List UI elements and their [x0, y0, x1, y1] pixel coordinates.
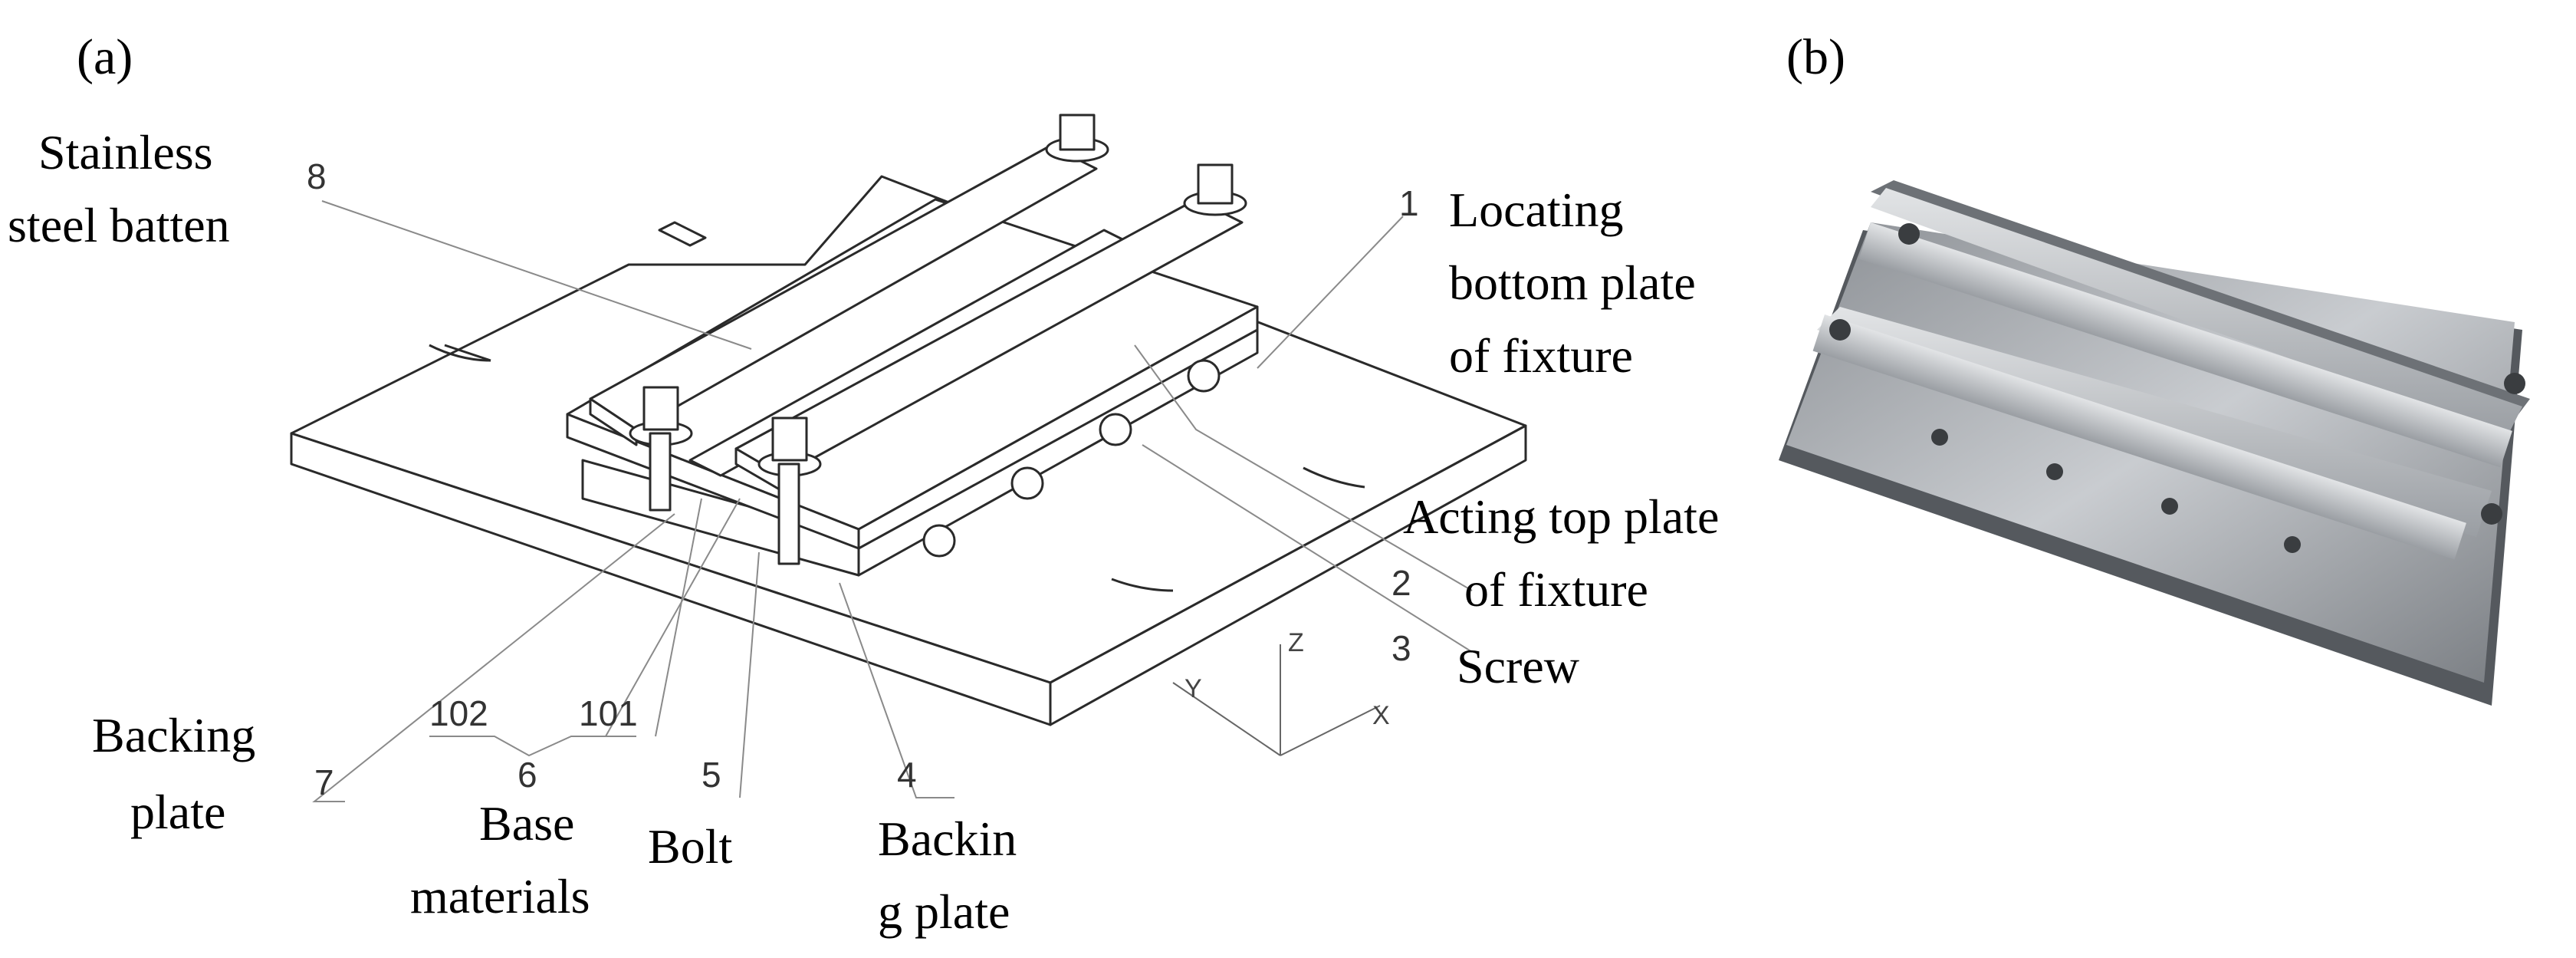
- screws: [922, 359, 1221, 558]
- label-base-materials-line1: Base: [479, 796, 575, 851]
- panel-b-label: (b): [1786, 29, 1845, 85]
- part-number-2: 2: [1392, 563, 1411, 603]
- leader-lines: [312, 200, 1473, 802]
- label-backing-plate-4-line1: Backin: [878, 812, 1017, 866]
- label-locating-bottom-plate-line1: Locating: [1449, 183, 1624, 237]
- panel-a-label: (a): [77, 29, 133, 85]
- label-backing-plate-7-line1: Backing: [92, 708, 256, 762]
- label-bolt: Bolt: [648, 819, 733, 874]
- label-backing-plate-4-line2: g plate: [878, 884, 1010, 939]
- label-screw: Screw: [1457, 639, 1579, 693]
- part-number-5: 5: [702, 755, 721, 795]
- part-number-1: 1: [1399, 183, 1419, 223]
- label-base-materials-line2: materials: [410, 869, 590, 923]
- label-backing-plate-7-line2: plate: [130, 785, 226, 839]
- axis-label-x: X: [1372, 701, 1390, 730]
- axis-label-y: Y: [1184, 674, 1202, 703]
- photo-battens: [1812, 222, 2512, 560]
- label-locating-bottom-plate-line2: bottom plate: [1449, 255, 1696, 310]
- label-stainless-steel-batten-line2: steel batten: [8, 198, 230, 252]
- part-number-3: 3: [1392, 628, 1411, 668]
- part-number-8: 8: [307, 156, 327, 196]
- part-number-6: 6: [518, 755, 537, 795]
- part-number-101: 101: [579, 693, 638, 733]
- label-stainless-steel-batten-line1: Stainless: [38, 125, 213, 179]
- coordinate-axes: [1172, 644, 1381, 756]
- axis-label-z: Z: [1288, 628, 1304, 657]
- part-number-7: 7: [314, 762, 334, 802]
- stainless-steel-battens: [589, 144, 1244, 492]
- label-acting-top-plate-line1: Acting top plate: [1403, 489, 1720, 544]
- label-acting-top-plate-line2: of fixture: [1464, 562, 1648, 617]
- photo-screws: [1829, 223, 2525, 553]
- part-number-4: 4: [897, 755, 917, 795]
- bolts: [629, 114, 1247, 565]
- part-number-102: 102: [429, 693, 488, 733]
- label-locating-bottom-plate-line3: of fixture: [1449, 328, 1633, 383]
